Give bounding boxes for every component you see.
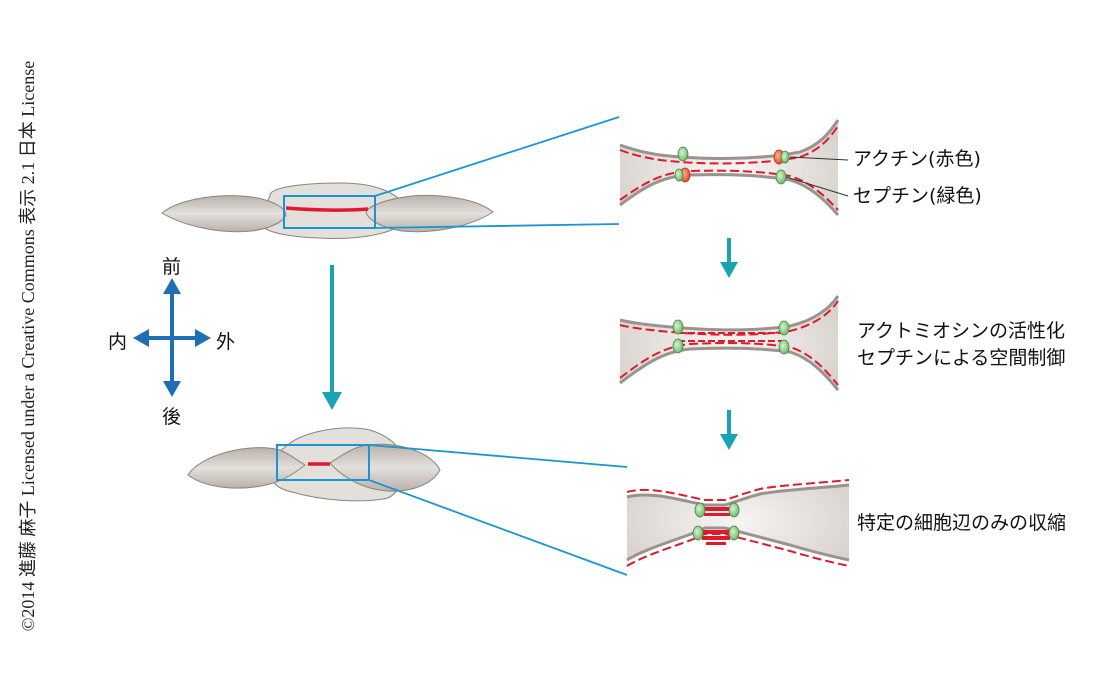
zoom-line-bottom-upper — [368, 444, 628, 468]
direction-cross — [133, 278, 211, 397]
right-cell-top — [365, 195, 494, 233]
left-cell-top — [161, 195, 287, 233]
zoom-line-top-upper — [374, 116, 620, 197]
direction-inner: 内 — [108, 331, 128, 353]
panel-arrow-2 — [720, 410, 738, 450]
zoom-line-bottom-lower — [368, 479, 628, 576]
actin-cluster — [700, 507, 732, 545]
label-step3: 特定の細胞辺のみの収縮 — [857, 512, 1067, 534]
label-step2-line2: セプチンによる空間制御 — [857, 347, 1066, 369]
zoom-panel-2 — [619, 290, 840, 400]
label-septin: セプチン(緑色) — [853, 185, 982, 207]
left-cell-bottom — [187, 447, 306, 489]
zoom-box-bottom — [276, 444, 370, 481]
cell-cluster-bottom — [187, 427, 441, 502]
zoom-line-top-lower — [374, 223, 620, 229]
panel-arrow-1 — [720, 238, 738, 278]
zoom-box-top — [283, 195, 376, 229]
direction-back: 後 — [162, 406, 182, 428]
direction-outer: 外 — [216, 331, 236, 353]
label-actin: アクチン(赤色) — [853, 148, 981, 170]
zoom-panel-3 — [626, 466, 850, 576]
zoom-panel-1 — [619, 115, 840, 225]
actin-line-top — [285, 206, 369, 212]
label-step2-line1: アクトミオシンの活性化 — [857, 320, 1066, 342]
leader-septin — [785, 176, 849, 197]
direction-front: 前 — [162, 256, 182, 278]
main-step-arrow — [322, 265, 342, 410]
leader-actin — [789, 156, 849, 161]
copyright-notice: ©2014 進藤 麻子 Licensed under a Creative Co… — [18, 60, 38, 632]
cell-cluster-top — [161, 182, 494, 239]
